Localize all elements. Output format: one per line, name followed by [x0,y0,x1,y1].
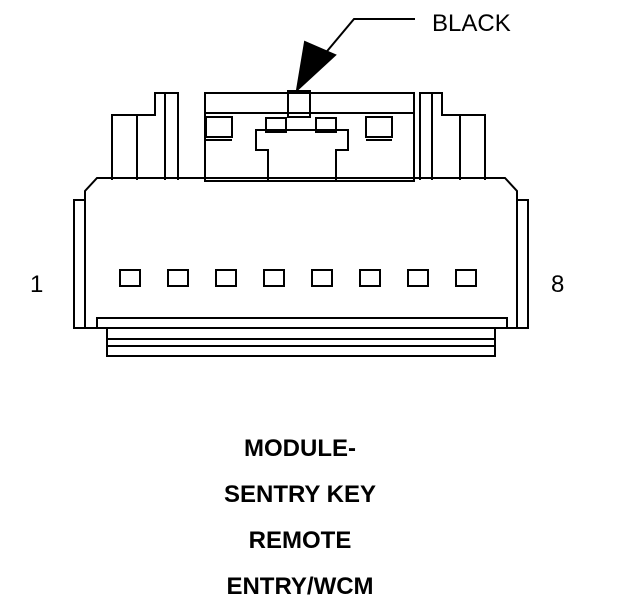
pin-cavity [359,269,381,287]
pin-cavity [119,269,141,287]
right-tab [365,116,393,138]
pin-cavities [119,269,477,287]
right-tower [419,92,486,180]
left-tab [205,116,233,138]
title-line-4: ENTRY/WCM [226,573,374,600]
pin-number-first: 1 [30,271,44,298]
pin-number-last: 8 [551,271,565,298]
bottom-rail-outer [96,317,508,329]
pin-cavity [407,269,429,287]
pin-cavity [215,269,237,287]
center-key [255,129,349,180]
pin-cavity [263,269,285,287]
connector-title: MODULE- SENTRY KEY REMOTE ENTRY/WCM [150,426,450,610]
right-rail [516,199,529,329]
title-line-2: SENTRY KEY [223,481,377,508]
title-line-3: REMOTE [248,527,352,554]
leader-arrow [295,40,337,93]
key-slot-right [315,117,337,133]
pin-cavity [455,269,477,287]
title-line-1: MODULE- [244,435,356,462]
bottom-base [106,327,496,357]
connector-housing [84,177,518,329]
wire-color-label: BLACK [432,10,511,37]
key-slot-left [265,117,287,133]
left-rail [73,199,86,329]
left-tower [111,92,179,180]
leader-line [317,18,415,63]
pin-cavity [167,269,189,287]
pin-cavity [311,269,333,287]
center-tab [287,90,311,118]
